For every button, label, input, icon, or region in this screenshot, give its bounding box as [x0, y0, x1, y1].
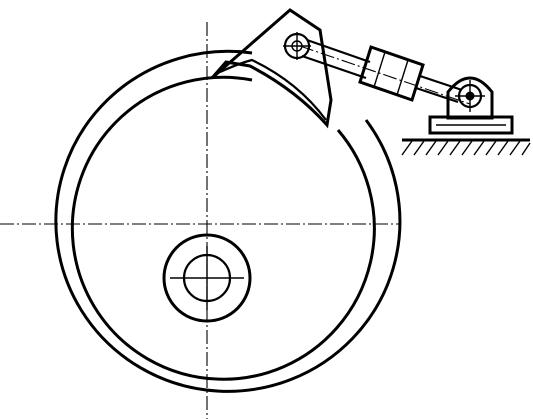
actuator-cylinder: [358, 45, 425, 102]
base-plate: [428, 115, 514, 135]
cylinder-band-2: [396, 59, 409, 96]
drum-inner-circle: [70, 75, 376, 381]
center-lines: [0, 22, 400, 419]
brake-shoe-lever: [210, 8, 333, 129]
hub: [162, 233, 252, 323]
actuator-axis: [299, 45, 471, 105]
piston-rod-lower: [415, 86, 459, 104]
link-rod-lower: [301, 54, 367, 80]
cylinder-band-1: [373, 51, 386, 88]
shoe-lining-edge: [219, 58, 327, 121]
lever-body: [210, 8, 333, 129]
drum-outer-rim: [54, 49, 402, 393]
hub-outer-circle: [162, 233, 252, 323]
piston-rod-upper: [419, 74, 463, 92]
brake-drum: [54, 49, 402, 393]
clevis-bracket: [446, 76, 494, 120]
clevis-mount: [428, 76, 514, 135]
ground: [401, 138, 531, 156]
link-rod-upper: [306, 38, 371, 64]
ground-hatching: [401, 140, 531, 156]
actuator-assembly: [299, 38, 471, 105]
